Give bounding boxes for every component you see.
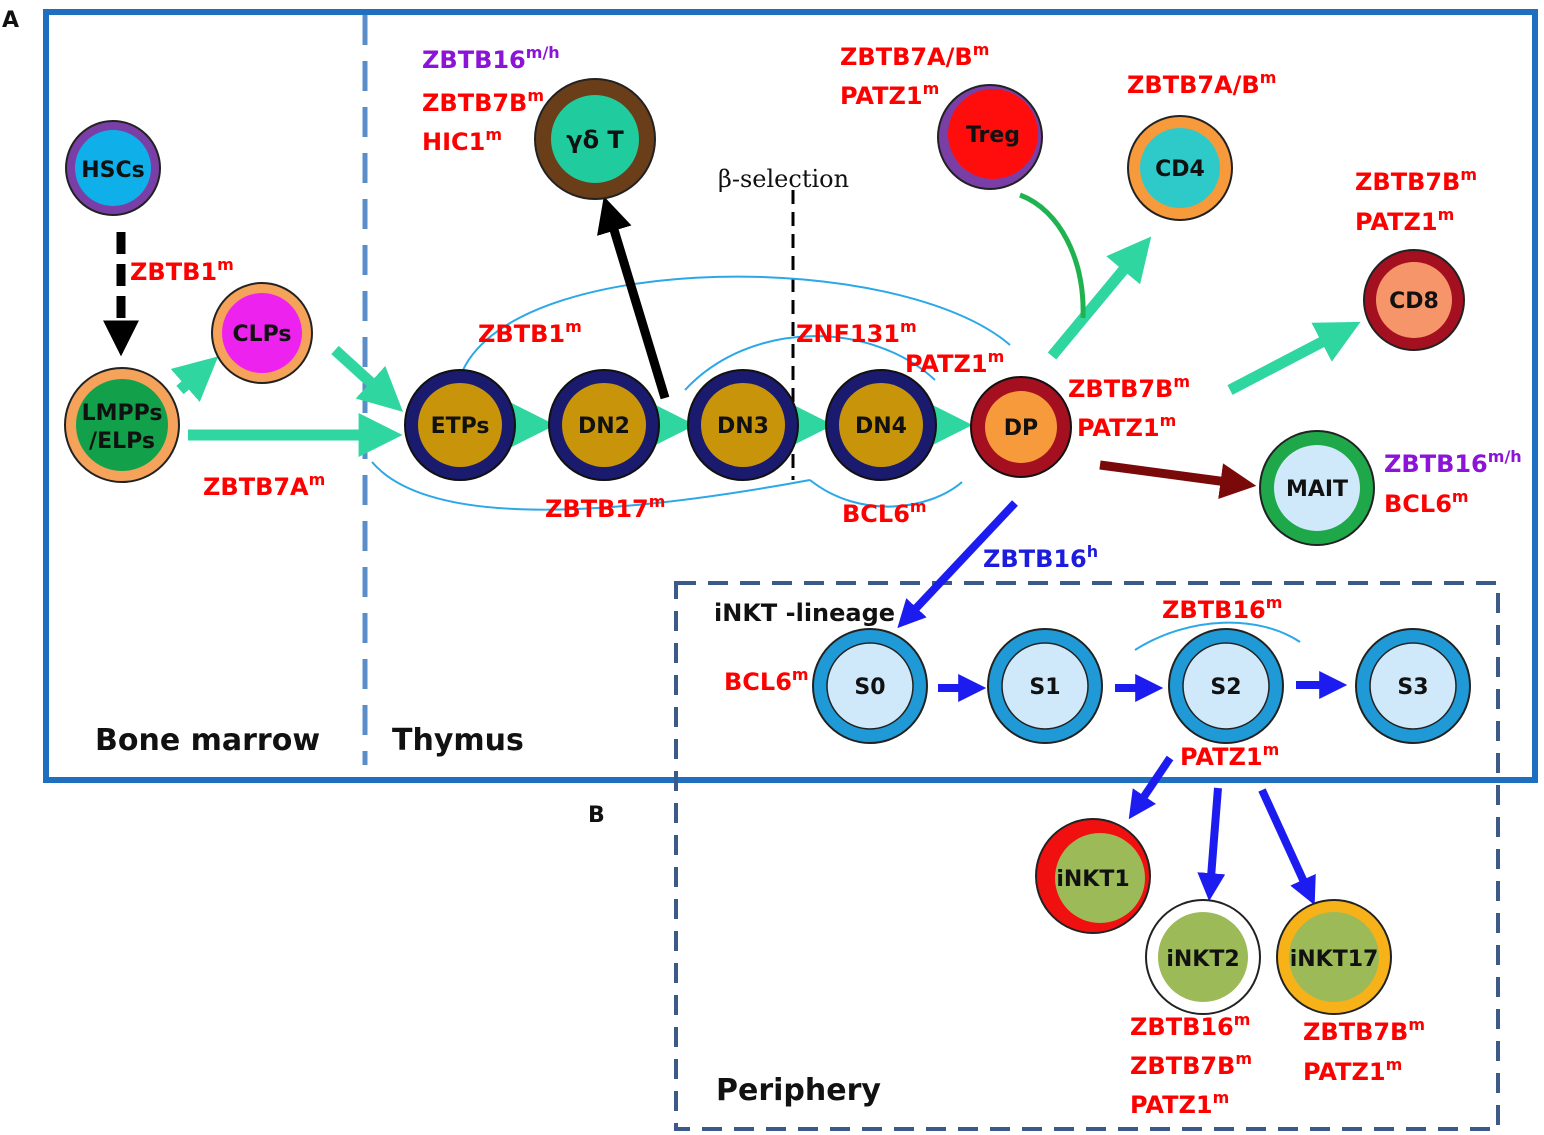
cell-s1-label: S1: [1029, 675, 1060, 700]
cell-s0-label: S0: [854, 675, 885, 700]
factor-bcl6-dn: BCL6m: [842, 497, 927, 528]
cell-s3: S3: [1355, 628, 1471, 744]
treg-arrow: [1019, 192, 1086, 319]
cell-dn3: DN3: [687, 369, 799, 481]
cell-lmpps: LMPPs /ELPs: [64, 367, 180, 483]
cell-lmpps-label-2: /ELPs: [89, 429, 155, 454]
cell-dn4: DN4: [825, 369, 937, 481]
cell-treg: Treg: [937, 84, 1043, 190]
cell-gdt: γδ T: [534, 78, 656, 200]
factor-patz1-inkt2: PATZ1m: [1130, 1088, 1229, 1119]
inkt-lineage-label: iNKT -lineage: [714, 599, 895, 627]
cell-inkt1: iNKT1: [1035, 818, 1151, 934]
cell-cd4-label: CD4: [1155, 157, 1205, 182]
cell-s1: S1: [987, 628, 1103, 744]
factor-zbtb16-inkt2: ZBTB16m: [1130, 1010, 1250, 1041]
factor-znf131: ZNF131m: [796, 317, 917, 348]
dn2-gdt-arrow: [597, 196, 670, 400]
factor-zbtb17: ZBTB17m: [545, 492, 665, 523]
factor-zbtb7b-dp: ZBTB7Bm: [1068, 372, 1190, 403]
periphery-frame: [674, 581, 1500, 1131]
cell-hscs-label: HSCs: [81, 158, 145, 183]
factor-zbtb7b-inkt17: ZBTB7Bm: [1303, 1015, 1425, 1046]
cell-dn2: DN2: [548, 369, 660, 481]
factor-zbtb7ab-cd4: ZBTB7A/Bm: [1127, 68, 1276, 99]
cell-cd8: CD8: [1363, 249, 1465, 351]
cell-s2: S2: [1168, 628, 1284, 744]
cell-mait: MAIT: [1259, 430, 1375, 546]
factor-patz1-inkt17: PATZ1m: [1303, 1055, 1402, 1086]
factor-zbtb1-thymus: ZBTB1m: [478, 317, 582, 348]
factor-bcl6-s0: BCL6m: [724, 665, 809, 696]
factor-zbtb16-gdt: ZBTB16m/h: [422, 43, 560, 74]
factor-zbtb16-s2: ZBTB16m: [1162, 593, 1282, 624]
cell-dn4-label: DN4: [855, 414, 907, 439]
cell-cd8-label: CD8: [1389, 289, 1439, 314]
cell-dn2-label: DN2: [578, 414, 630, 439]
cell-cd4: CD4: [1127, 115, 1233, 221]
cell-dp-label: DP: [1004, 416, 1038, 441]
factor-hic1-gdt: HIC1m: [422, 125, 502, 156]
cell-inkt2-label: iNKT2: [1166, 947, 1239, 972]
factor-zbtb7b-gdt: ZBTB7Bm: [422, 86, 544, 117]
factor-patz1-s2: PATZ1m: [1180, 740, 1279, 771]
factor-patz1-treg: PATZ1m: [840, 79, 939, 110]
factor-patz1-dp: PATZ1m: [1077, 411, 1176, 442]
cell-gdt-label: γδ T: [566, 126, 624, 154]
cell-s0: S0: [812, 628, 928, 744]
factor-bcl6-mait: BCL6m: [1384, 487, 1469, 518]
inkt-arrows: [897, 500, 1348, 906]
bone-marrow-label: Bone marrow: [95, 723, 320, 758]
thymus-label: Thymus: [392, 723, 524, 758]
cell-clps-label: CLPs: [233, 322, 292, 347]
factor-zbtb16-mait: ZBTB16m/h: [1384, 447, 1522, 478]
cell-mait-label: MAIT: [1286, 477, 1348, 502]
factor-zbtb7b-inkt2: ZBTB7Bm: [1130, 1049, 1252, 1080]
cell-dp: DP: [970, 376, 1072, 478]
cell-inkt17-label: iNKT17: [1290, 947, 1379, 972]
factor-zbtb1-bone-marrow: ZBTB1m: [130, 255, 234, 286]
cell-s2-label: S2: [1210, 675, 1241, 700]
factor-zbtb16-inkt: ZBTB16h: [983, 542, 1098, 573]
factor-patz1-cd8: PATZ1m: [1355, 205, 1454, 236]
cell-inkt2: iNKT2: [1145, 899, 1261, 1015]
panel-a-frame: [43, 9, 1538, 783]
factor-patz1-dn: PATZ1m: [905, 347, 1004, 378]
cell-lmpps-label-1: LMPPs: [82, 401, 163, 426]
factor-zbtb7ab-treg: ZBTB7A/Bm: [840, 40, 989, 71]
cell-etps: ETPs: [404, 369, 516, 481]
cell-inkt17: iNKT17: [1276, 899, 1392, 1015]
cell-s3-label: S3: [1397, 675, 1428, 700]
lineage-arrows: [170, 236, 1361, 457]
factor-zbtb7b-cd8: ZBTB7Bm: [1355, 165, 1477, 196]
panel-b-label: B: [588, 803, 605, 828]
cell-etps-label: ETPs: [431, 414, 490, 439]
regulation-arcs: [371, 275, 1301, 651]
periphery-label: Periphery: [716, 1073, 881, 1108]
cell-hscs: HSCs: [65, 120, 161, 216]
factor-zbtb7a-bone-marrow: ZBTB7Am: [203, 470, 325, 501]
panel-a-label: A: [2, 8, 19, 33]
cell-dn3-label: DN3: [717, 414, 769, 439]
cell-inkt1-label: iNKT1: [1056, 867, 1129, 892]
cell-treg-label: Treg: [966, 123, 1020, 148]
cell-clps: CLPs: [211, 282, 313, 384]
beta-selection-label: β-selection: [718, 165, 849, 193]
dp-mait-arrow: [1099, 460, 1257, 499]
